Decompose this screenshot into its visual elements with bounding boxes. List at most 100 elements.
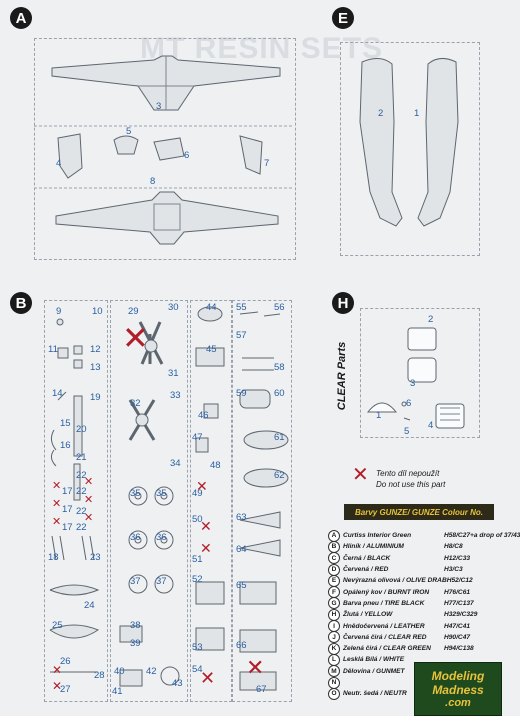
part-num-b: 60 xyxy=(274,388,285,399)
part-num-b: 13 xyxy=(90,362,101,373)
colour-code: H58/C27+a drop of 37/43 xyxy=(444,532,520,540)
part-num-b: 17 xyxy=(62,486,73,497)
part-num-b: 23 xyxy=(90,552,101,563)
part-num-b: 43 xyxy=(172,678,183,689)
colour-letter: J xyxy=(328,631,340,644)
colour-name: Červená čirá / CLEAR RED xyxy=(343,633,427,641)
colour-name: Neutr. šedá / NEUTR xyxy=(343,690,407,698)
part-num-b: 54 xyxy=(192,664,203,675)
sprue-a-parts xyxy=(34,55,294,245)
part-num-b: 22 xyxy=(76,522,87,533)
do-not-use-cross-17a: ✕ xyxy=(52,479,62,492)
part-num-b: 61 xyxy=(274,432,285,443)
part-num-b: 31 xyxy=(168,368,179,379)
part-num-b: 37 xyxy=(130,576,141,587)
part-num-b: 52 xyxy=(192,574,203,585)
colour-letter: K xyxy=(328,642,340,655)
colour-code: H3/C3 xyxy=(444,566,463,574)
part-num-b: 56 xyxy=(274,302,285,313)
colour-letter: G xyxy=(328,597,340,610)
do-not-use-cross-49: ✕ xyxy=(196,479,208,495)
colour-letter: A xyxy=(328,529,340,542)
watermark: Modeling Madness .com xyxy=(414,662,502,716)
part-num-b: 44 xyxy=(206,302,217,313)
do-not-use-cz: Tento díl nepoužít xyxy=(376,469,440,478)
do-not-use-legend-cross: ✕ xyxy=(352,462,369,486)
do-not-use-cross-51: ✕ xyxy=(200,541,212,557)
colour-name: Curtiss Interior Green xyxy=(343,532,412,540)
part-num-b: 34 xyxy=(170,458,181,469)
colour-code: H94/C138 xyxy=(444,645,474,653)
part-num-b: 66 xyxy=(236,640,247,651)
sprue-e-parts xyxy=(359,58,459,227)
part-num-b: 35 xyxy=(156,488,167,499)
colour-name: Žlutá / YELLOW xyxy=(343,611,393,619)
colour-name: Opálený kov / BURNT IRON xyxy=(343,588,430,596)
sprue-b-col-4 xyxy=(232,300,292,702)
part-num-h-3: 3 xyxy=(410,378,416,389)
part-num-h-6: 6 xyxy=(406,398,412,409)
colour-code: H8/C8 xyxy=(444,543,463,551)
part-num-a-3: 3 xyxy=(156,101,162,112)
do-not-use-cross-50: ✕ xyxy=(200,519,212,535)
watermark-line-3: .com xyxy=(445,696,471,709)
part-num-b: 63 xyxy=(236,512,247,523)
colour-name: Hliník / ALUMINIUM xyxy=(343,543,404,551)
part-num-b: 65 xyxy=(236,580,247,591)
do-not-use-cross-22a: ✕ xyxy=(84,475,94,488)
part-num-b: 22 xyxy=(76,506,87,517)
colour-letter: D xyxy=(328,563,340,576)
part-num-b: 36 xyxy=(156,532,167,543)
section-badge-a: A xyxy=(10,7,32,29)
colour-name: Červená / RED xyxy=(343,566,389,574)
part-num-b: 32 xyxy=(130,398,141,409)
part-num-b: 19 xyxy=(90,392,101,403)
part-num-h-1: 1 xyxy=(376,410,382,421)
header-faded-title: MT RESIN SETS xyxy=(140,32,384,65)
part-num-b: 41 xyxy=(112,686,123,697)
part-num-b: 46 xyxy=(198,410,209,421)
part-num-a-8: 8 xyxy=(150,176,156,187)
part-num-b: 17 xyxy=(62,504,73,515)
part-num-a-7: 7 xyxy=(264,158,270,169)
part-num-b: 39 xyxy=(130,638,141,649)
section-badge-e: E xyxy=(332,7,354,29)
part-num-b: 50 xyxy=(192,514,203,525)
colour-letter: B xyxy=(328,540,340,553)
colour-code: H329/C329 xyxy=(444,611,478,619)
colour-code: H90/C47 xyxy=(444,633,471,641)
colour-name: Lesklá Bílá / WHITE xyxy=(343,656,405,664)
part-num-b: 21 xyxy=(76,452,87,463)
do-not-use-cross-26: ✕ xyxy=(52,663,63,677)
colour-letter: F xyxy=(328,586,340,599)
part-num-b: 18 xyxy=(48,552,59,563)
part-num-b: 22 xyxy=(76,486,87,497)
sprue-b-col-3 xyxy=(190,300,232,702)
part-num-b: 9 xyxy=(56,306,62,317)
colour-code: H77/C137 xyxy=(444,599,474,607)
colour-letter: L xyxy=(328,653,340,666)
do-not-use-cross-29: ✕ xyxy=(122,319,149,357)
colour-table-title-text: Barvy GUNZE/ GUNZE Colour No. xyxy=(354,507,483,517)
colour-name: Barva pneu / TIRE BLACK xyxy=(343,599,425,607)
sprue-h xyxy=(360,308,480,438)
section-badge-b: B xyxy=(10,292,32,314)
part-num-b: 15 xyxy=(60,418,71,429)
part-num-b: 58 xyxy=(274,362,285,373)
colour-name: Černá / BLACK xyxy=(343,554,391,562)
do-not-use-cross-27: ✕ xyxy=(52,679,63,693)
part-num-b: 48 xyxy=(210,460,221,471)
colour-name: Dělovina / GUNMET xyxy=(343,667,405,675)
colour-letter: E xyxy=(328,574,340,587)
do-not-use-legend: Tento díl nepoužít Do not use this part xyxy=(376,468,445,490)
part-num-b: 36 xyxy=(130,532,141,543)
do-not-use-en: Do not use this part xyxy=(376,480,446,489)
sprue-h-parts xyxy=(366,327,465,429)
colour-code: H52/C12 xyxy=(446,577,473,585)
part-num-b: 24 xyxy=(84,600,95,611)
